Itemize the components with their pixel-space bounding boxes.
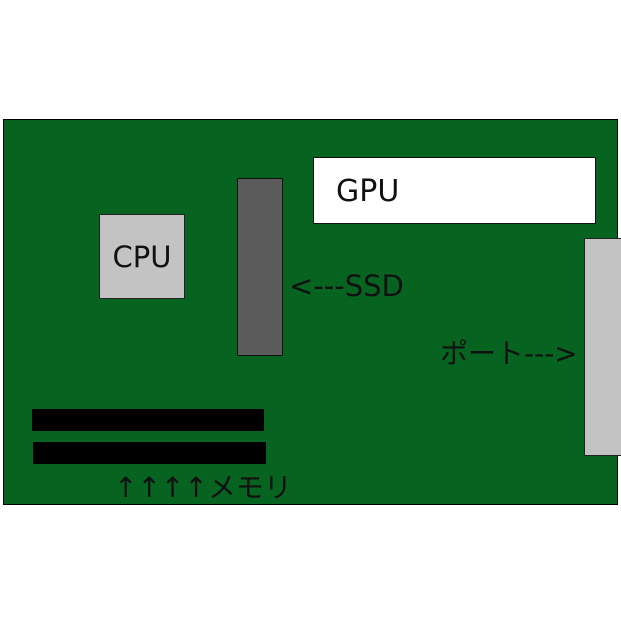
memory-slot-2 (33, 442, 266, 464)
gpu-label: GPU (336, 174, 400, 209)
port-block (584, 238, 621, 456)
ssd-label: <---SSD (289, 269, 404, 303)
gpu-block: GPU (313, 157, 596, 224)
cpu-block: CPU (99, 214, 185, 299)
cpu-label: CPU (112, 239, 172, 274)
memory-slot-1 (32, 409, 264, 431)
memory-label: ↑↑↑↑メモリ (114, 471, 292, 504)
port-label: ポート---> (440, 337, 578, 370)
ssd-block (237, 178, 283, 356)
